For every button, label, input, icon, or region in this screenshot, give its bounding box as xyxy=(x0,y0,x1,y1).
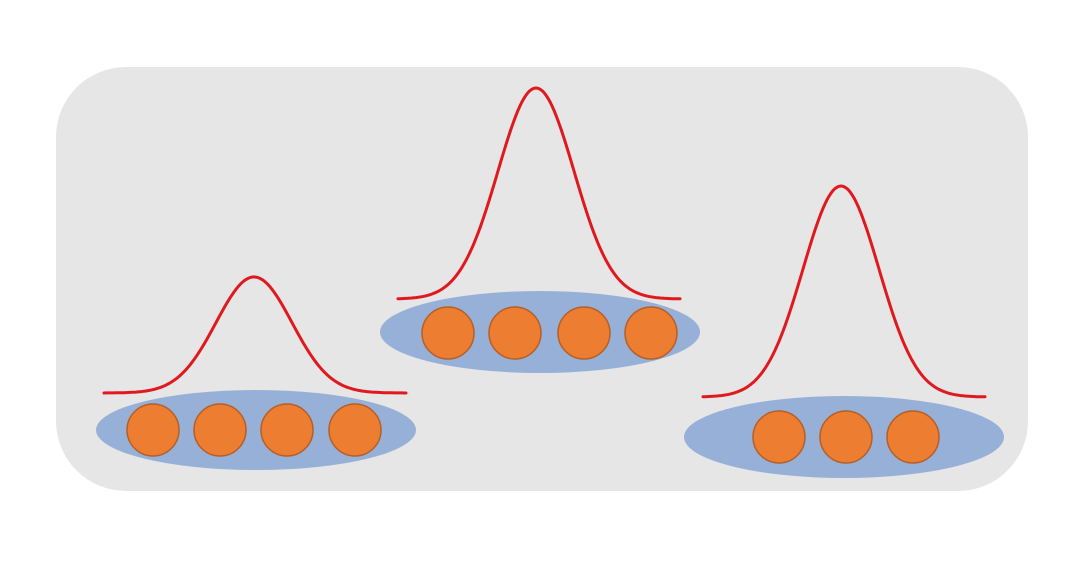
distribution-curve-right xyxy=(701,184,987,399)
node-middle-4 xyxy=(624,306,678,360)
node-right-1 xyxy=(752,410,806,464)
node-middle-3 xyxy=(557,306,611,360)
node-cluster-left xyxy=(96,390,416,470)
node-middle-1 xyxy=(421,306,475,360)
node-left-1 xyxy=(126,403,180,457)
node-middle-2 xyxy=(488,306,542,360)
nodes-middle xyxy=(421,306,678,360)
group-left xyxy=(96,275,416,470)
group-middle xyxy=(380,86,700,373)
diagram-panel xyxy=(56,67,1028,491)
node-right-3 xyxy=(886,410,940,464)
nodes-left xyxy=(126,403,382,457)
node-left-3 xyxy=(260,403,314,457)
distribution-curve-left xyxy=(102,275,408,395)
node-right-2 xyxy=(819,410,873,464)
node-left-2 xyxy=(193,403,247,457)
group-right xyxy=(684,184,1004,478)
node-left-4 xyxy=(328,403,382,457)
nodes-right xyxy=(752,410,940,464)
distribution-curve-middle xyxy=(396,86,682,301)
